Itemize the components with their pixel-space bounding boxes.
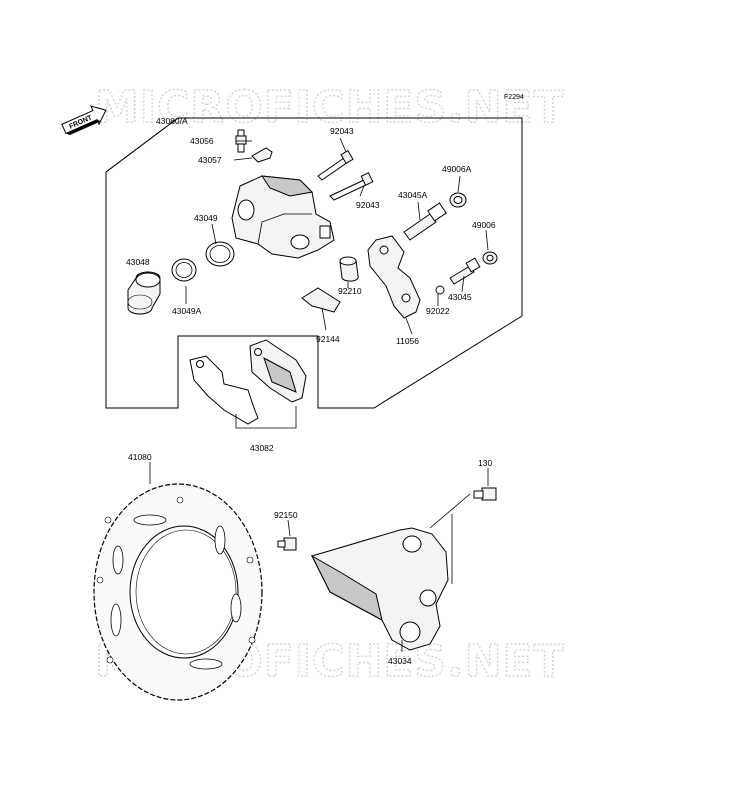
label-43057: 43057 [198, 155, 222, 165]
label-43056: 43056 [190, 136, 214, 146]
label-43048: 43048 [126, 257, 150, 267]
label-43049: 43049 [194, 213, 218, 223]
label-49006A: 49006A [442, 164, 472, 174]
bleeder-cap [251, 147, 273, 163]
bleeder-valve [235, 129, 247, 153]
label-43082: 43082 [250, 443, 274, 453]
caliper-piston [127, 271, 161, 315]
watermark-top: MICROFICHES.NET [95, 82, 565, 133]
label-92144: 92144 [316, 334, 340, 344]
label-43080A: 43080/A [156, 116, 188, 126]
dust-seal [171, 258, 197, 282]
washer [435, 285, 445, 295]
pad-spring-clip [301, 287, 341, 313]
label-43034: 43034 [388, 656, 412, 666]
label-92043-lower: 92043 [356, 200, 380, 210]
caliper-body [231, 175, 335, 259]
front-arrow-icon: FRONT [61, 105, 107, 136]
label-43045: 43045 [448, 292, 472, 302]
caliper-bracket [310, 527, 449, 651]
label-92022: 92022 [426, 306, 450, 316]
piston-seal [205, 241, 235, 267]
bracket-pin-long [403, 202, 447, 241]
flange-bolt [473, 487, 497, 501]
bracket-pin-short [449, 257, 481, 285]
label-92210: 92210 [338, 286, 362, 296]
brake-pads [189, 339, 307, 425]
label-41080: 41080 [128, 452, 152, 462]
label-92043-upper: 92043 [330, 126, 354, 136]
sleeve-bushing [339, 256, 359, 282]
label-11056: 11056 [396, 336, 419, 346]
pads-bracket-line [235, 406, 297, 429]
label-43045A: 43045A [398, 190, 428, 200]
caliper-mount-plate [367, 235, 421, 319]
diagram-code: F2294 [504, 94, 524, 101]
label-92150: 92150 [274, 510, 298, 520]
disc-bolt [277, 537, 297, 551]
label-43049A: 43049A [172, 306, 202, 316]
pin-boot-lower [482, 251, 498, 265]
pin-boot-upper [449, 192, 467, 208]
slide-pin-upper [317, 149, 354, 181]
brake-disc [93, 483, 263, 701]
label-130: 130 [478, 458, 492, 468]
leader-lines [105, 117, 489, 652]
label-49006: 49006 [472, 220, 496, 230]
caliper-assembly-frame [105, 117, 523, 409]
slide-pin-lower [329, 172, 374, 201]
